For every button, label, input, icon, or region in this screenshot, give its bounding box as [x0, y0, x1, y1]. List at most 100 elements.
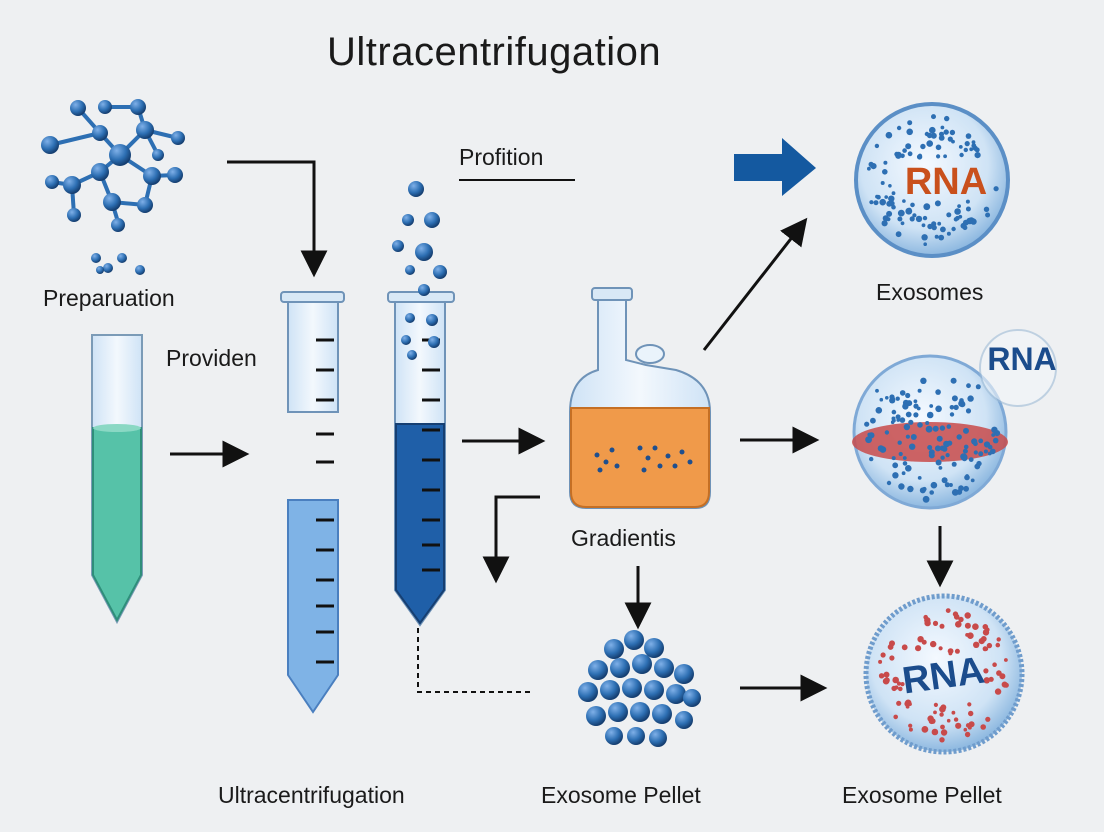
speckle — [999, 673, 1006, 680]
speckle — [915, 215, 923, 223]
speckle — [940, 724, 945, 730]
speckle — [879, 198, 886, 206]
speckle — [883, 160, 888, 165]
speckle — [916, 406, 921, 411]
speckle — [971, 140, 976, 145]
dashed-link — [417, 628, 532, 693]
speckle — [901, 471, 906, 476]
speckle — [939, 705, 946, 713]
speckle — [927, 132, 932, 138]
speckle — [870, 417, 876, 424]
arrow-prep-to-tube — [227, 160, 328, 278]
speckle — [921, 234, 928, 241]
speckle — [932, 620, 939, 627]
speckle — [908, 702, 912, 706]
speckle — [912, 213, 917, 218]
speckle — [908, 419, 914, 425]
speckle — [928, 452, 935, 459]
speckle — [985, 716, 991, 722]
speckle — [899, 390, 906, 396]
speckle — [891, 409, 897, 415]
speckle — [932, 425, 939, 432]
speckle — [875, 388, 879, 393]
speckle — [917, 636, 924, 643]
speckle — [983, 441, 991, 448]
speckle — [898, 451, 903, 457]
speckle — [953, 614, 960, 620]
speckle — [886, 210, 893, 217]
speckle — [934, 234, 939, 239]
speckle — [940, 125, 945, 130]
speckle — [941, 477, 948, 484]
speckle — [925, 425, 933, 433]
speckle — [943, 129, 949, 135]
speckle — [1004, 658, 1008, 662]
speckle — [887, 644, 894, 650]
speckle — [878, 673, 885, 679]
speckle — [929, 490, 934, 495]
speckle — [892, 462, 899, 469]
speckle — [923, 242, 927, 246]
speckle — [868, 432, 875, 439]
speckle — [951, 226, 956, 232]
speckle — [896, 681, 902, 686]
speckle — [905, 411, 912, 418]
speckle — [913, 412, 919, 418]
speckle — [955, 722, 962, 729]
speckle — [975, 384, 981, 390]
speckle — [889, 655, 895, 661]
speckle — [929, 126, 936, 134]
speckle — [891, 204, 896, 210]
speckle — [906, 128, 913, 136]
speckle — [965, 133, 972, 139]
speckle — [946, 424, 952, 429]
speckle — [953, 404, 959, 411]
speckle — [966, 383, 971, 389]
speckle — [959, 152, 964, 158]
speckle — [949, 405, 955, 410]
arrow-flask-to-sphere-top — [702, 217, 808, 351]
speckle — [905, 392, 911, 399]
speckle — [935, 389, 941, 395]
speckle — [951, 461, 957, 467]
speckle — [880, 181, 885, 185]
speckle — [907, 120, 913, 126]
speckle — [969, 147, 974, 152]
speckle — [973, 450, 978, 455]
speckle — [905, 207, 913, 215]
graduated-tube-dark — [387, 181, 455, 627]
speckle — [888, 195, 895, 202]
speckle — [902, 461, 908, 466]
exosome-sphere-middle: RNA — [852, 329, 1057, 510]
speckle — [905, 465, 912, 472]
flow-arrows — [170, 160, 954, 702]
speckle — [962, 219, 969, 226]
label-exosomes: Exosomes — [876, 279, 984, 305]
graduated-tube-light — [280, 291, 345, 714]
speckle — [940, 226, 946, 233]
exosome-sphere-top: RNA — [854, 102, 1010, 258]
exosome-sphere-bottom: RNA — [863, 593, 1025, 755]
speckle — [917, 388, 922, 393]
speckle — [876, 194, 881, 200]
speckle — [963, 147, 968, 153]
speckle — [910, 434, 917, 440]
speckle — [902, 456, 907, 460]
speckle — [925, 421, 930, 425]
speckle — [938, 466, 943, 470]
speckle — [917, 153, 923, 158]
speckle — [879, 397, 884, 402]
speckle — [950, 377, 957, 384]
speckle — [923, 614, 928, 620]
speckle — [945, 453, 950, 458]
speckle — [953, 717, 959, 722]
speckle — [931, 728, 939, 736]
speckle — [940, 455, 945, 460]
speckle — [938, 135, 945, 141]
speckle — [943, 154, 947, 159]
speckle — [933, 710, 937, 715]
speckle — [946, 718, 951, 723]
speckle — [970, 478, 975, 483]
speckle — [954, 648, 960, 654]
